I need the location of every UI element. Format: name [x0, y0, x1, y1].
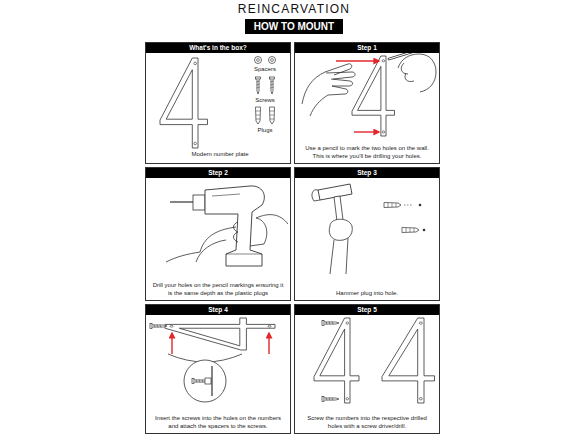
- spacer-icons: [255, 57, 276, 64]
- screw-insert-figure: [150, 318, 275, 402]
- step-instruction: Insert the screws into the holes on the …: [146, 413, 290, 433]
- plug-into-wall: [402, 228, 419, 233]
- step-instruction: Use a pencil to mark the two holes on th…: [295, 143, 439, 163]
- step-instruction: Screw the numbers into the respective dr…: [295, 413, 439, 433]
- plug-into-wall: [384, 203, 401, 208]
- spacer-icons: [255, 57, 262, 64]
- spacer-icons: [269, 57, 276, 64]
- plug-into-wall: [404, 205, 412, 206]
- step-heading: Step 5: [295, 305, 439, 315]
- hammer-figure: [330, 238, 348, 274]
- screw-numbers-figure: [322, 397, 339, 402]
- screw-insert-figure: [171, 333, 172, 354]
- step-heading: Step 3: [295, 168, 439, 178]
- plug-into-wall: [423, 229, 426, 232]
- step-panel: Step 4 Insert the screws into the holes o…: [145, 304, 291, 434]
- number-plate-figure: [160, 58, 208, 148]
- screw-numbers-figure: [322, 321, 339, 326]
- screw-numbers-figure: [314, 318, 435, 403]
- screw-insert-figure: [205, 378, 211, 384]
- brand-title: REINCARVATION: [0, 2, 588, 16]
- screw-numbers-figure: [382, 318, 435, 403]
- drill-figure: [166, 227, 236, 262]
- drill-figure: [166, 186, 288, 266]
- step-instruction: Drill your holes on the pencil markings …: [146, 280, 290, 300]
- screw-icons: [256, 77, 261, 94]
- hammer-figure: [329, 219, 352, 240]
- marking-figure: [336, 60, 379, 61]
- drill-figure: [193, 195, 205, 210]
- step-heading: What's in the box?: [146, 43, 290, 53]
- plug-icons: [256, 107, 261, 124]
- marking-figure: [302, 64, 355, 116]
- marking-figure: [302, 47, 436, 136]
- plug-into-wall: [419, 204, 422, 207]
- step-heading: Step 1: [295, 43, 439, 53]
- screw-insert-figure: [268, 333, 269, 354]
- screw-icons: [270, 77, 275, 94]
- screw-insert-figure: [150, 324, 167, 329]
- part-label: Spacers: [254, 66, 276, 73]
- drill-figure: [205, 186, 264, 266]
- plug-icons: [256, 107, 275, 124]
- section-banner: HOW TO MOUNT: [245, 19, 343, 34]
- step-heading: Step 4: [146, 305, 290, 315]
- marking-figure: [354, 131, 379, 132]
- plug-into-wall: [384, 203, 425, 233]
- step-panel: Step 3 Hammer plug into hole.: [294, 167, 440, 301]
- number-plate-figure: [160, 58, 208, 148]
- hammer-figure: [312, 184, 352, 274]
- step-panel: Step 2 Drill your holes on the pencil mar…: [145, 167, 291, 301]
- drill-figure: [170, 201, 193, 202]
- marking-figure: [352, 56, 395, 136]
- screw-icons: [256, 77, 275, 94]
- plug-icons: [270, 107, 275, 124]
- drill-figure: [234, 215, 289, 246]
- part-label: Plugs: [257, 127, 272, 134]
- step-heading: Step 2: [146, 168, 290, 178]
- step-panel: Step 1 Use a pencil to mark the two holes…: [294, 42, 440, 164]
- marking-figure: [398, 54, 436, 92]
- screw-numbers-figure: [314, 318, 359, 403]
- step-panel: Step 5 Screw the numbers into the respect…: [294, 304, 440, 434]
- step-instruction: Hammer plug into hole.: [295, 288, 439, 301]
- screw-insert-figure: [211, 366, 212, 396]
- part-label: Modern number plate: [191, 151, 248, 158]
- hammer-figure: [312, 190, 320, 201]
- part-label: Screws: [255, 97, 275, 104]
- screw-insert-figure: [165, 318, 275, 350]
- banner-text: HOW TO MOUNT: [254, 21, 334, 32]
- screw-insert-figure: [184, 360, 226, 402]
